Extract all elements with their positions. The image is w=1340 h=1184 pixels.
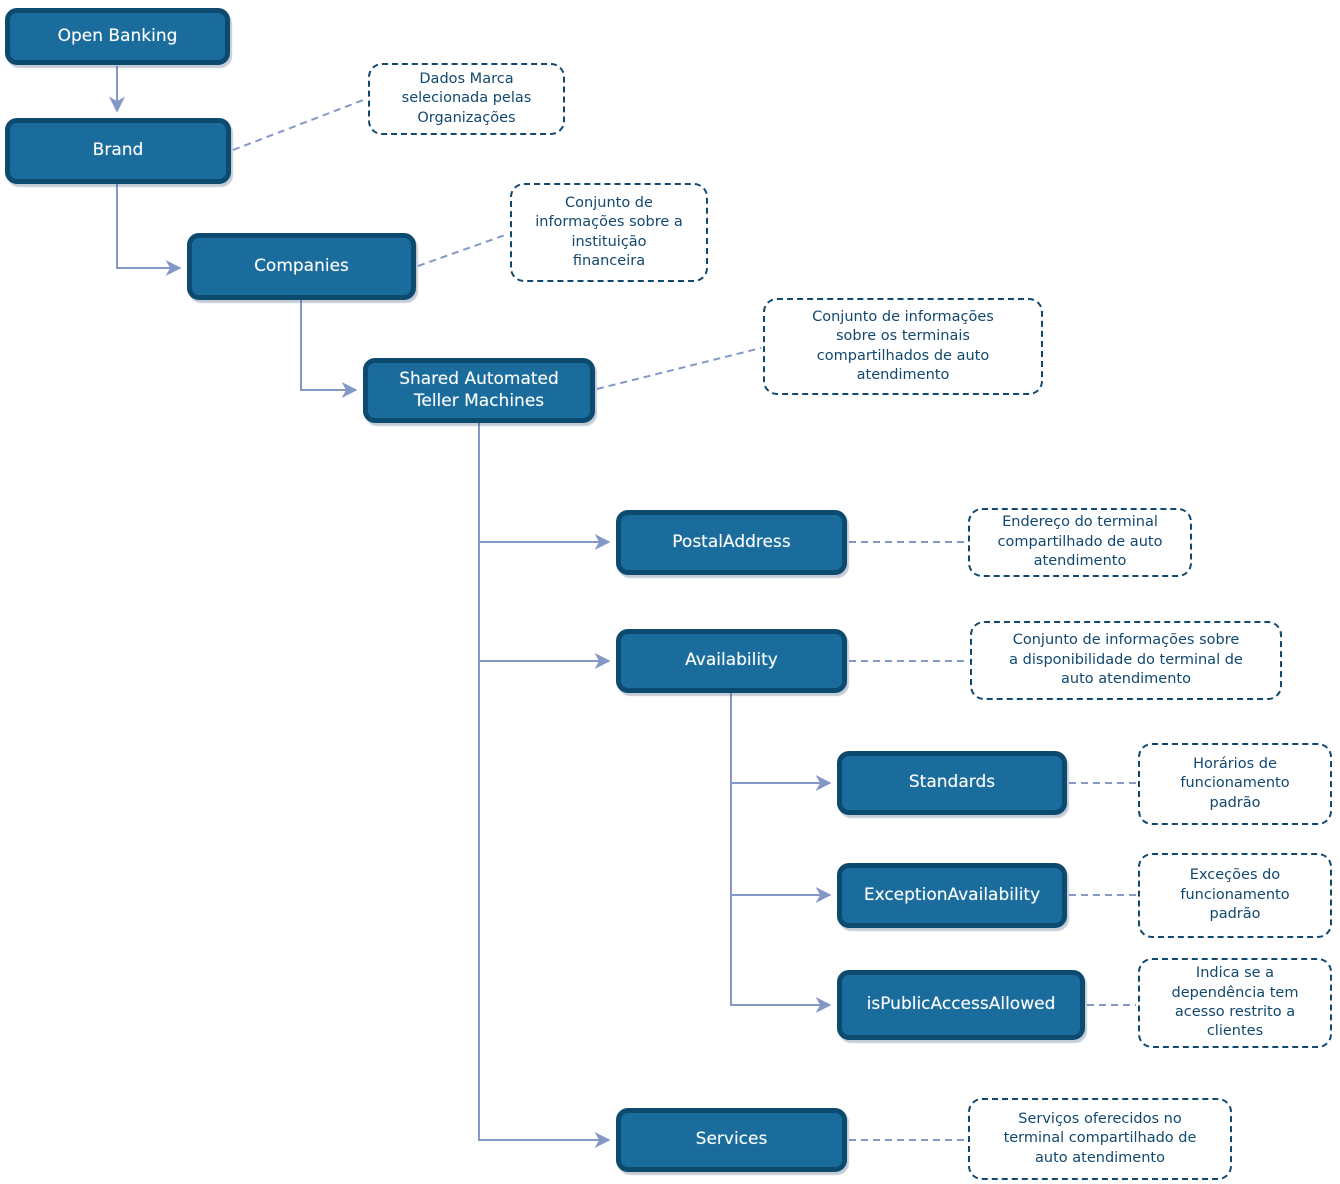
node-standards: Standards [837,751,1067,815]
node-open-banking: Open Banking [5,8,230,65]
node-shared-automated-teller-machines: Shared Automated Teller Machines [363,358,595,423]
edge-availability-ispublicaccessallowed [730,693,832,1013]
link-brand-note [232,98,367,151]
node-services: Services [616,1108,847,1172]
annotation-services: Serviços oferecidos no terminal comparti… [968,1098,1232,1180]
annotation-exception-availability: Exceções do funcionamento padrão [1138,853,1332,938]
link-companies-note [417,233,509,267]
link-sharedatm-note [596,347,762,390]
annotation-is-public-access-allowed: Indica se a dependência tem acesso restr… [1138,958,1332,1048]
node-availability: Availability [616,629,847,693]
annotation-companies: Conjunto de informações sobre a institui… [510,183,708,282]
node-is-public-access-allowed: isPublicAccessAllowed [837,970,1085,1040]
annotation-postal-address: Endereço do terminal compartilhado de au… [968,508,1192,577]
edge-sharedatm-services [478,423,611,1148]
annotation-availability: Conjunto de informações sobre a disponib… [970,621,1282,700]
node-exception-availability: ExceptionAvailability [837,863,1067,928]
node-postal-address: PostalAddress [616,510,847,575]
node-brand: Brand [5,118,231,184]
edge-companies-sharedatm [300,300,358,398]
annotation-brand: Dados Marca selecionada pelas Organizaçõ… [368,63,565,135]
node-companies: Companies [187,233,416,300]
annotation-shared-atm: Conjunto de informações sobre os termina… [763,298,1043,395]
annotation-standards: Horários de funcionamento padrão [1138,743,1332,825]
edge-brand-companies [116,184,182,276]
